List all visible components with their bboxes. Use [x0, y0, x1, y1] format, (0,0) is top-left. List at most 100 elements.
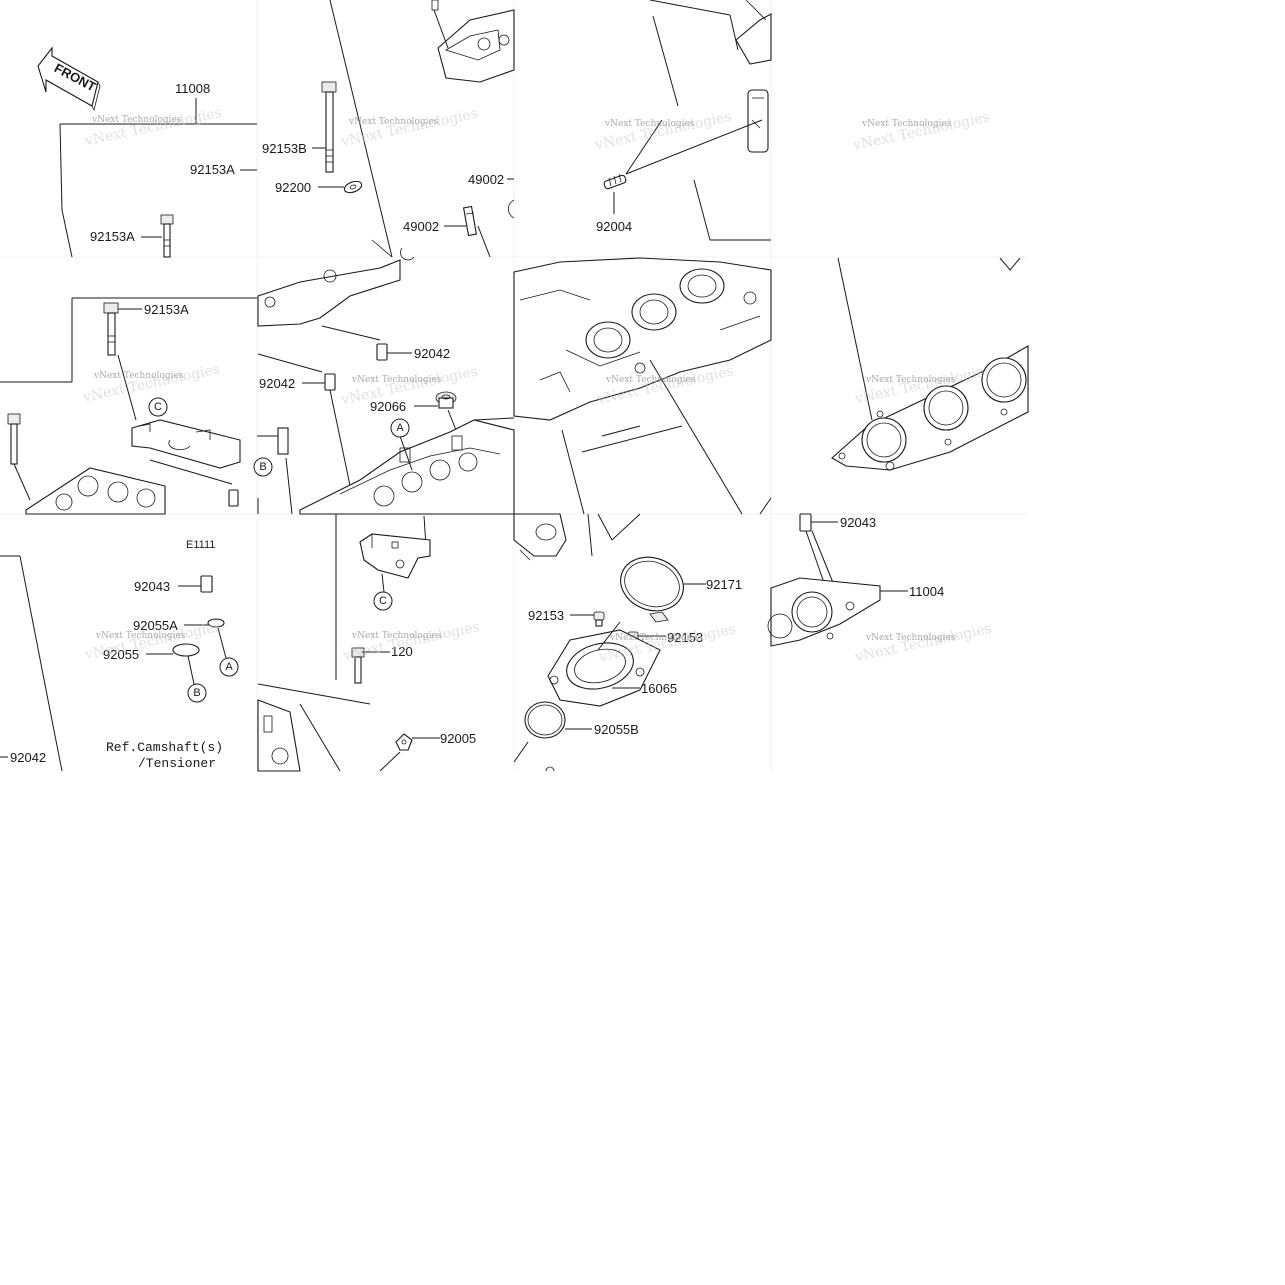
- callout-92200[interactable]: 92200: [275, 180, 311, 195]
- oring-92055: [172, 643, 200, 657]
- callout-92153A-left[interactable]: 92153A: [90, 229, 135, 244]
- callout-92042-left[interactable]: 92042: [259, 376, 295, 391]
- valve-assembly-fragment: [735, 0, 772, 153]
- callout-92153-right[interactable]: 92153: [667, 630, 703, 645]
- watermark-big-3: vNext Technologies: [593, 109, 733, 154]
- cylinder-head-fragment-top: [431, 0, 515, 83]
- watermark-11: vNext Technologies: [609, 633, 700, 643]
- callout-92153A-top[interactable]: 92153A: [190, 162, 235, 177]
- tile-gasket-view: [831, 257, 1029, 471]
- svg-text:A: A: [225, 661, 233, 673]
- reference-note-line2: /Tensioner: [138, 756, 216, 771]
- watermark-4: vNext Technologies: [861, 119, 952, 129]
- oring-92055B: [524, 701, 566, 739]
- bolt-92153A-left: [160, 214, 174, 258]
- clamp-ring-92171: [620, 556, 684, 623]
- callout-92153A-mid[interactable]: 92153A: [144, 302, 189, 317]
- cylinder-head-fragment-bottom: [257, 699, 301, 772]
- cylinder-head-gasket-lower: [767, 577, 881, 647]
- callout-92055B[interactable]: 92055B: [594, 722, 639, 737]
- callout-92066[interactable]: 92066: [370, 399, 406, 414]
- callout-16065[interactable]: 16065: [641, 681, 677, 696]
- washer-92200: [343, 180, 363, 194]
- stud-92004: [603, 173, 627, 190]
- tile-bottom-right: [513, 513, 706, 772]
- figure-code: E1111: [186, 539, 215, 551]
- callout-92004[interactable]: 92004: [596, 219, 632, 234]
- callout-92005[interactable]: 92005: [440, 731, 476, 746]
- tile-top-right: [603, 0, 772, 241]
- callout-92055[interactable]: 92055: [103, 647, 139, 662]
- ref-marks: C B A A B C: [148, 397, 410, 703]
- thermostat-housing-16065: [547, 629, 661, 707]
- watermark-big-1: vNext Technologies: [83, 105, 223, 150]
- callout-92055A[interactable]: 92055A: [133, 618, 178, 633]
- callout-92042-bottom[interactable]: 92042: [10, 750, 46, 765]
- watermark-5: vNext Technologies: [93, 371, 184, 381]
- dowel-pin: [228, 489, 239, 507]
- watermark-big-12: vNext Technologies: [853, 621, 993, 666]
- callout-92043-right[interactable]: 92043: [840, 515, 876, 530]
- watermark-1: vNext Technologies: [91, 115, 182, 125]
- svg-text:C: C: [379, 595, 387, 607]
- cylinder-head-main: [299, 419, 515, 515]
- callout-92153-left[interactable]: 92153: [528, 608, 564, 623]
- bolt-92153-left: [593, 611, 605, 627]
- oring-92055A: [207, 618, 225, 628]
- cylinder-head-fragment-left: [25, 467, 166, 515]
- valve-guide-49002: [462, 205, 478, 237]
- callout-11004[interactable]: 11004: [909, 584, 944, 599]
- callout-120[interactable]: 120: [391, 644, 413, 659]
- watermark-6: vNext Technologies: [351, 375, 442, 385]
- cylinder-head-exhaust-view: [513, 257, 772, 421]
- watermark-big-4: vNext Technologies: [851, 109, 991, 154]
- ref-mark-B-bottom: B: [187, 683, 207, 703]
- svg-text:A: A: [396, 422, 404, 434]
- tile-middle-right: [513, 257, 772, 515]
- cylinder-head-gasket: [831, 345, 1029, 471]
- callout-92043-left[interactable]: 92043: [134, 579, 170, 594]
- callout-49002-lower[interactable]: 49002: [403, 219, 439, 234]
- ref-mark-C-bottom: C: [373, 591, 393, 611]
- watermark-12: vNext Technologies: [865, 633, 956, 643]
- callout-11008[interactable]: 11008: [175, 81, 210, 96]
- tensioner-bracket: [359, 533, 431, 579]
- camshaft-cap: [131, 419, 241, 469]
- svg-text:C: C: [154, 401, 162, 413]
- camshaft-cap-upper: [257, 259, 401, 327]
- reference-note-line1: Ref.Camshaft(s): [106, 740, 223, 755]
- collar-92043-left: [200, 575, 213, 593]
- tile-middle-center: [257, 259, 515, 515]
- tile-bottom-center: [257, 514, 440, 772]
- svg-text:B: B: [193, 687, 200, 699]
- bolt-fragment-left: [7, 413, 21, 465]
- callout-49002-upper[interactable]: 49002: [468, 172, 504, 187]
- water-outlet-fragment: [513, 513, 567, 561]
- watermark-9: vNext Technologies: [95, 631, 186, 641]
- watermark-8: vNext Technologies: [865, 375, 956, 385]
- dowel-92042-left: [324, 373, 336, 391]
- tile-top-center: [312, 0, 515, 261]
- callout-92153B[interactable]: 92153B: [262, 141, 307, 156]
- ref-mark-B-top: B: [253, 457, 273, 477]
- label-dashes: [0, 178, 514, 758]
- callout-labels: 11008 92153B 92153A 92200 92153A 49002 4…: [10, 81, 944, 765]
- tile-bottom-left: [0, 555, 227, 772]
- front-arrow-icon: FRONT: [37, 46, 101, 112]
- watermark-big-5: vNext Technologies: [81, 361, 221, 406]
- watermark-2: vNext Technologies: [348, 117, 439, 127]
- svg-text:B: B: [259, 461, 266, 473]
- watermark-big-6: vNext Technologies: [339, 364, 479, 409]
- plug-92005: [395, 733, 413, 751]
- dowel-92042-right: [376, 343, 388, 361]
- callout-92171[interactable]: 92171: [706, 577, 742, 592]
- callout-92042-right[interactable]: 92042: [414, 346, 450, 361]
- bolt-92153B: [321, 81, 337, 173]
- ref-mark-C-top: C: [148, 397, 168, 417]
- ref-mark-A-bottom: A: [219, 657, 239, 677]
- watermark-3: vNext Technologies: [604, 119, 695, 129]
- valve-guide: [277, 427, 289, 455]
- tile-top-left: [59, 98, 257, 258]
- watermark-7: vNext Technologies: [605, 375, 696, 385]
